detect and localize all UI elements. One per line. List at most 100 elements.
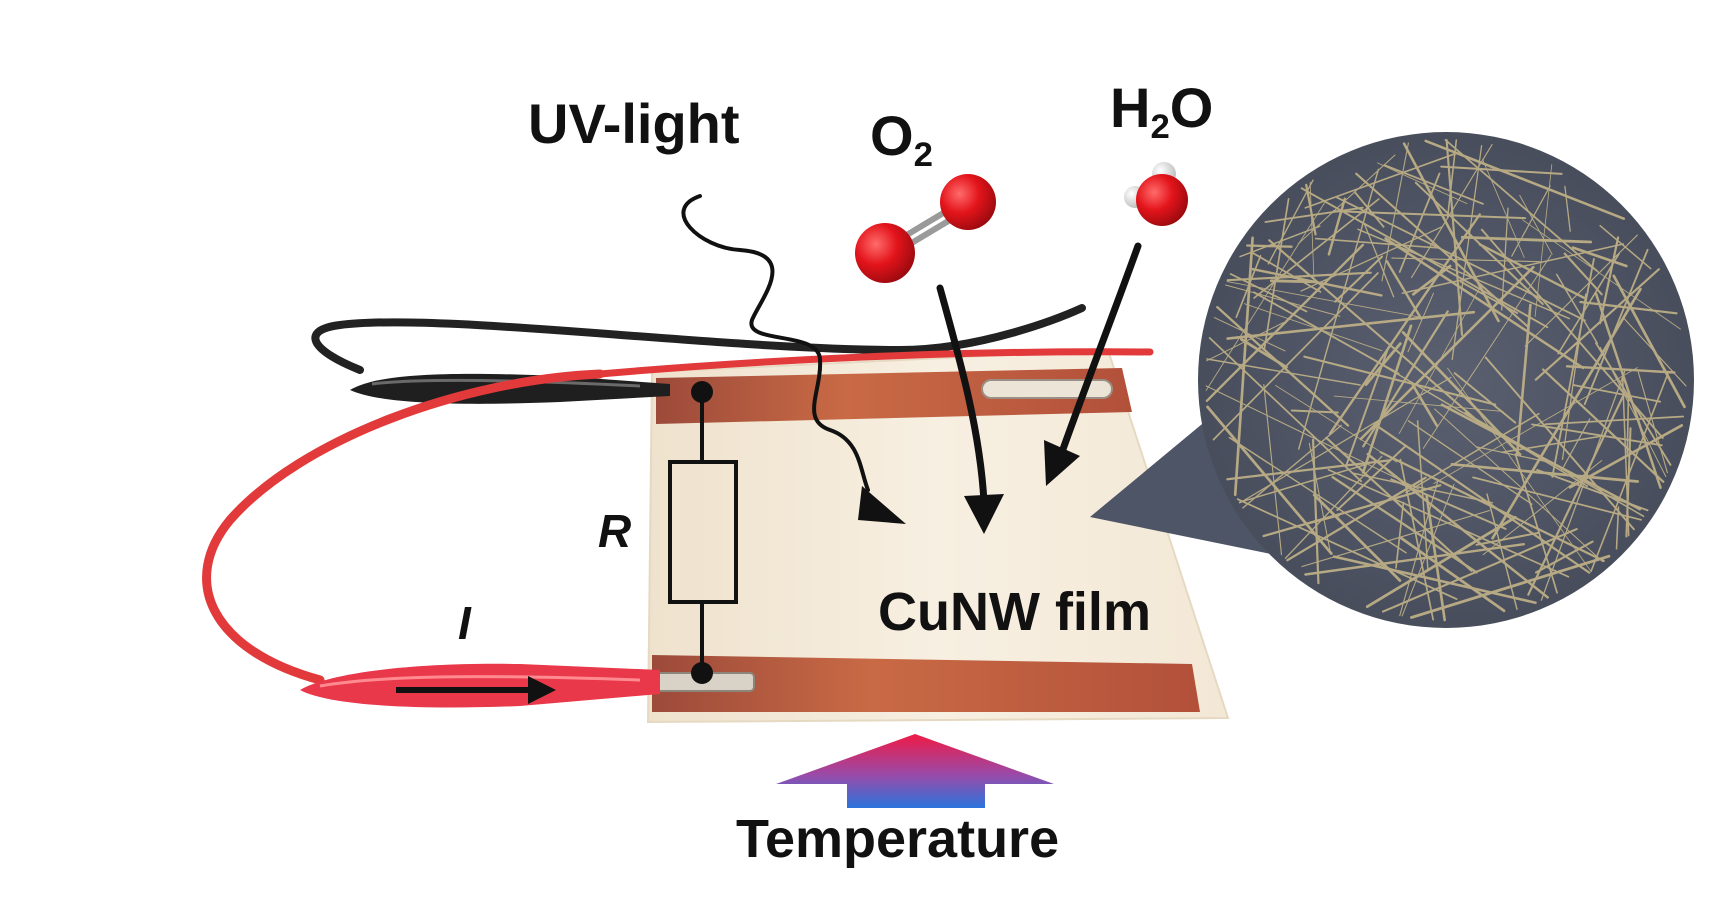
- current-label: I: [458, 597, 471, 649]
- o2-subscript: 2: [913, 136, 933, 175]
- nanowire-strand: [1263, 383, 1283, 556]
- nanowire-strand: [1544, 415, 1685, 426]
- nanowire-strand: [1334, 255, 1384, 303]
- nanowire-strand: [1560, 418, 1591, 472]
- current-arrow: [396, 676, 556, 704]
- nanowire-strand: [1332, 555, 1537, 604]
- nanowire-strand: [1407, 292, 1434, 353]
- nanowire-strand: [1206, 358, 1361, 386]
- nanowire-strand: [1514, 453, 1558, 594]
- nanowire-strand: [1515, 303, 1532, 456]
- nanowire-strand: [1314, 237, 1441, 249]
- nanowire-strand: [1534, 164, 1553, 317]
- nanowire-strand: [1444, 139, 1599, 273]
- nanowire-strand: [1541, 368, 1665, 483]
- h2o-label: H2O: [1110, 80, 1213, 145]
- nanowire-strand: [1333, 395, 1504, 412]
- nanowire-strand: [1216, 305, 1350, 427]
- resistor-label: R: [598, 505, 632, 557]
- nanowire-strand: [1233, 236, 1254, 497]
- nanowire-strand: [1353, 191, 1385, 228]
- nanowire-strand: [1472, 476, 1642, 521]
- nanowire-strand: [1208, 337, 1363, 483]
- nanowire-strand: [1598, 236, 1620, 325]
- nanowire-strand: [1551, 257, 1595, 478]
- nanowire-strand: [1226, 281, 1427, 319]
- nanowire-strand: [1226, 459, 1391, 481]
- nanowire-strand: [1579, 300, 1678, 315]
- nanowire-strand: [1359, 265, 1535, 441]
- nanowire-strand: [1572, 384, 1662, 403]
- nanowire-strand: [1410, 554, 1611, 619]
- nanowire-strand: [1398, 286, 1481, 434]
- nanowire-strand: [1434, 408, 1604, 563]
- nanowire-strand: [1399, 481, 1439, 617]
- nanowire-strand: [1416, 420, 1429, 570]
- nanowire-strand: [1373, 422, 1591, 574]
- nanowire-strand: [1450, 462, 1640, 483]
- nanowire-strand: [1344, 346, 1390, 468]
- nanowire-strand: [1401, 483, 1455, 617]
- nanowire-strand: [1480, 228, 1664, 439]
- nanowire-strand: [1612, 274, 1686, 409]
- nanowire-strand: [1384, 237, 1585, 370]
- nanowire-strand: [1239, 225, 1321, 258]
- nanowire-strand: [1475, 531, 1540, 546]
- nanowire-strand: [1399, 536, 1506, 613]
- nanowire-strand: [1304, 542, 1526, 576]
- nanowire-strand: [1243, 303, 1383, 352]
- nanowire-strand: [1290, 409, 1339, 414]
- nanowire-strand: [1531, 423, 1663, 447]
- nanowire-strand: [1594, 292, 1662, 489]
- temperature-arrow: [776, 734, 1054, 808]
- temperature-label: Temperature: [736, 809, 1060, 869]
- nanowire-strand: [1236, 498, 1458, 600]
- nanowire-strand: [1239, 376, 1452, 504]
- electrode-top: [656, 368, 1132, 424]
- nanowire-strand: [1411, 264, 1452, 296]
- h2o-arrow: [1044, 242, 1142, 486]
- resistor-symbol: [668, 381, 738, 684]
- red-wire: [202, 348, 1154, 708]
- nanowire-strand: [1205, 243, 1365, 402]
- nanowire-strand: [1501, 435, 1605, 454]
- nanowire-strand: [1262, 484, 1442, 538]
- nanowire-strand: [1228, 436, 1407, 554]
- oxygen-molecule-icon: [855, 174, 996, 283]
- nanowire-strand: [1433, 367, 1638, 484]
- nanowire-strand: [1246, 244, 1293, 248]
- uv-light-label: UV-light: [528, 92, 740, 155]
- nanowire-strand: [1226, 310, 1476, 340]
- nanowire-strand: [1395, 501, 1405, 569]
- electrode-bottom: [649, 655, 1200, 712]
- nanowire-strand: [1269, 279, 1318, 284]
- nanowire-strand: [1486, 493, 1518, 610]
- nanowire-strand: [1325, 436, 1473, 572]
- nanowire-strand: [1365, 515, 1517, 609]
- nanowire-strand: [1383, 164, 1484, 205]
- nanowire-strand: [1534, 268, 1660, 381]
- nanowire-strand: [1590, 370, 1670, 572]
- nanowire-micrograph-icon: [1090, 132, 1694, 628]
- nanowire-strand: [1568, 424, 1684, 489]
- nanowire-strand: [1460, 235, 1593, 244]
- nanowire-strand: [1274, 384, 1398, 463]
- h2o-o: O: [1169, 76, 1214, 139]
- nanowire-strand: [1424, 139, 1626, 220]
- h2o-subscript: 2: [1150, 108, 1170, 147]
- nanowire-strand: [1491, 287, 1642, 540]
- nanowire-strand: [1637, 371, 1668, 474]
- nanowire-strand: [1268, 239, 1487, 429]
- nanowire-strand: [1312, 438, 1320, 585]
- nanowire-strand: [1398, 172, 1441, 273]
- nanowire-strand: [1297, 168, 1380, 450]
- nanowire-strand: [1226, 271, 1372, 282]
- nanowire-strand: [1381, 142, 1409, 282]
- nanowire-strand: [1615, 506, 1620, 550]
- nanowire-strand: [1332, 210, 1527, 220]
- nanowire-strand: [1459, 280, 1519, 315]
- nanowire-strand: [1286, 476, 1427, 562]
- nanowire-strand: [1447, 367, 1592, 572]
- nanowire-strand: [1411, 383, 1439, 428]
